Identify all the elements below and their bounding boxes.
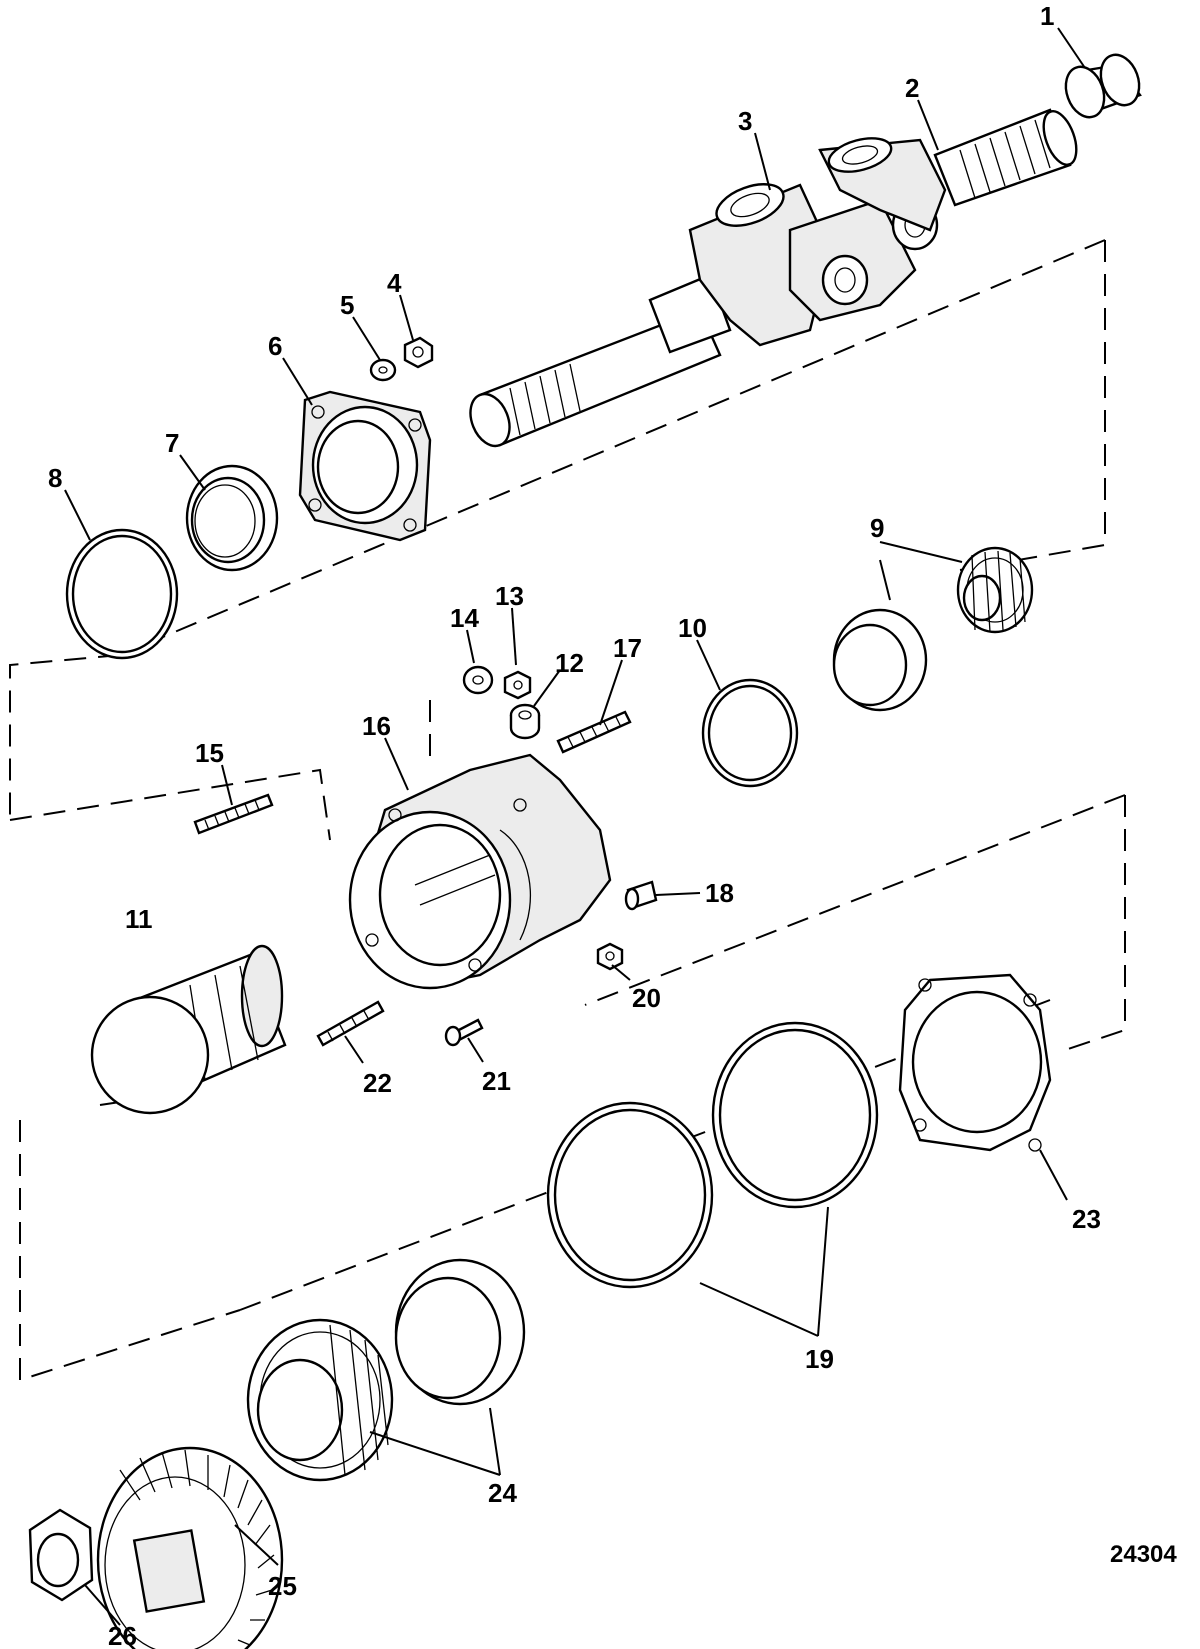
part-14-washer (462, 665, 494, 695)
part-9-bearing (832, 546, 1034, 712)
callout-4: 4 (387, 268, 402, 298)
callout-6: 6 (268, 331, 282, 361)
part-11-cap (90, 944, 287, 1115)
callout-25: 25 (268, 1571, 297, 1601)
callout-16: 16 (362, 711, 391, 741)
part-16-housing (348, 753, 612, 990)
callout-3: 3 (738, 106, 752, 136)
callout-11: 11 (125, 904, 153, 934)
callout-19: 19 (805, 1344, 834, 1374)
part-19-rings (546, 1021, 879, 1289)
callout-17: 17 (613, 633, 642, 663)
callout-18: 18 (705, 878, 734, 908)
part-4-nut (403, 336, 434, 369)
part-8-o-ring (65, 528, 179, 660)
callout-9: 9 (870, 513, 884, 543)
assembly-dashed-lines (9, 239, 1126, 1382)
callout-7: 7 (165, 428, 179, 458)
part-18-plug (624, 880, 658, 911)
callout-10: 10 (678, 613, 707, 643)
callout-22: 22 (363, 1068, 392, 1098)
part-15-stud (193, 793, 274, 835)
part-17-stud (556, 710, 632, 754)
callout-13: 13 (495, 581, 524, 611)
callout-8: 8 (48, 463, 62, 493)
part-26-nut (28, 1508, 94, 1602)
part-2-drive-shaft (469, 108, 1078, 448)
part-6-retainer-plate (298, 390, 432, 542)
callout-20: 20 (632, 983, 661, 1013)
callout-23: 23 (1072, 1204, 1101, 1234)
figure-number: 24304 (1110, 1541, 1177, 1568)
callout-15: 15 (195, 738, 224, 768)
part-23-gasket (898, 973, 1052, 1152)
part-21-screw (444, 1018, 484, 1047)
part-1-bushing (1064, 53, 1142, 119)
callout-labels: 1 2 3 4 5 6 7 8 9 10 11 12 13 14 15 16 1… (48, 1, 1101, 1649)
callout-14: 14 (450, 603, 479, 633)
part-20-nut (596, 942, 624, 971)
leader-lines (64, 27, 1086, 1626)
part-7-seal (185, 464, 279, 572)
callout-5: 5 (340, 290, 354, 320)
callout-12: 12 (555, 648, 584, 678)
part-5-washer (369, 358, 397, 382)
callout-2: 2 (905, 73, 919, 103)
part-24-bearing (246, 1258, 526, 1482)
part-25-bevel-gear (96, 1446, 284, 1649)
callout-26: 26 (108, 1621, 137, 1649)
callout-24: 24 (488, 1478, 517, 1508)
part-13-nut (503, 670, 532, 700)
part-10-o-ring (701, 678, 799, 788)
part-22-stud (316, 1000, 385, 1047)
callout-1: 1 (1040, 1, 1054, 31)
callout-21: 21 (482, 1066, 511, 1096)
part-12-plug (509, 703, 541, 740)
